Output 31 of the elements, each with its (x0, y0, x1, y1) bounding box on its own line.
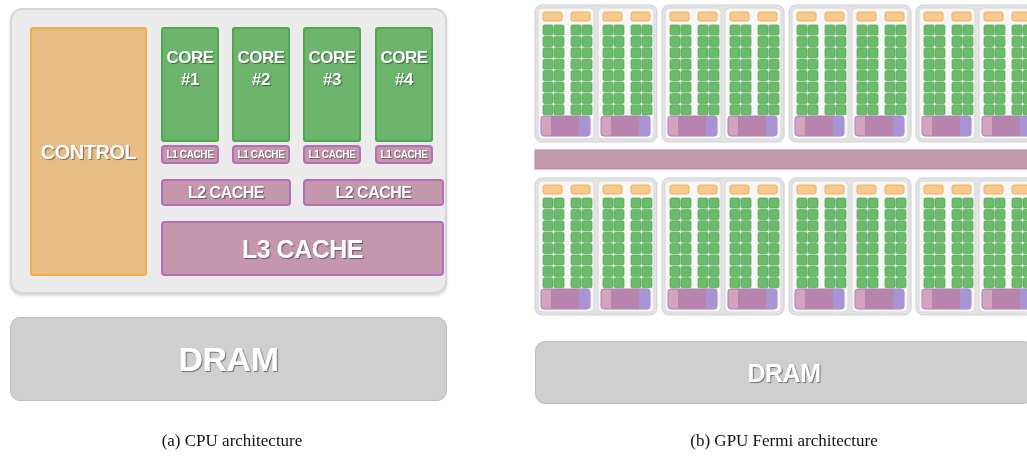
cache-block (232, 145, 290, 164)
dram-block (10, 317, 447, 401)
block-label: DRAM (747, 357, 821, 388)
cache-block (375, 145, 433, 164)
cache-block (161, 221, 444, 276)
block-label: CORE #3 (307, 47, 357, 92)
cpu-chip-panel (10, 8, 447, 294)
cache-block (303, 145, 361, 164)
core-block (232, 27, 290, 142)
block-label: L1 CACHE (166, 148, 214, 161)
dram-block (535, 341, 1027, 404)
core-block (303, 27, 361, 142)
cache-block (161, 145, 219, 164)
block-label: CORE #4 (379, 47, 429, 92)
cache-block (161, 179, 291, 206)
block-label: L3 CACHE (242, 233, 363, 264)
figure-caption: (b) GPU Fermi architecture (690, 431, 878, 451)
block-label: L2 CACHE (188, 182, 264, 203)
block-label: CORE #2 (236, 47, 286, 92)
block-label: L1 CACHE (380, 148, 428, 161)
block-label: L2 CACHE (335, 182, 412, 203)
block-label: DRAM (178, 338, 279, 380)
control-block (30, 27, 147, 276)
block-label: CORE #1 (165, 47, 215, 92)
block-label: CONTROL (40, 139, 137, 164)
cache-block (303, 179, 444, 206)
core-block (375, 27, 433, 142)
figure-caption: (a) CPU architecture (161, 431, 303, 451)
block-label: L1 CACHE (237, 148, 285, 161)
core-block (161, 27, 219, 142)
block-label: L1 CACHE (308, 148, 356, 161)
